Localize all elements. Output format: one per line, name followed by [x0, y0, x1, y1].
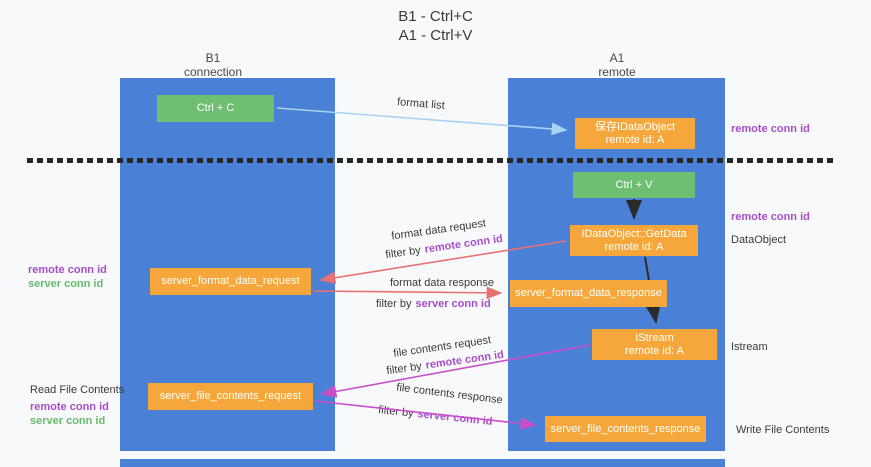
ctrl-c-label: Ctrl + C [196, 102, 235, 114]
server-file-contents-response-label: server_file_contents_response [550, 422, 701, 435]
ctrl-c-node: Ctrl + C [157, 95, 274, 122]
filter-by-text-2: filter by [376, 298, 412, 310]
arrow-file-contents-request [320, 344, 591, 398]
side-label-remote-conn-id-bottom-left: remote conn id [30, 401, 109, 413]
page-title-line2: A1 - Ctrl+V [398, 27, 473, 44]
side-label-istream: Istream [731, 341, 768, 353]
istream-line1: IStream [635, 331, 674, 344]
lifeline-left-role: connection [183, 65, 243, 79]
lifeline-right-name: A1 [609, 51, 625, 65]
server-file-contents-request-label: server_file_contents_request [159, 390, 302, 402]
lifeline-header-left: B1 connection [153, 51, 273, 79]
page-title-line1: B1 - Ctrl+C [398, 8, 473, 25]
lifeline-right-role: remote [598, 65, 636, 79]
server-format-data-response-label: server_format_data_response [515, 287, 662, 299]
istream-line2: remote id: A [625, 344, 684, 357]
bottom-lifeline-partial [120, 459, 725, 467]
save-dataobject-line2: remote id: A [605, 133, 665, 146]
istream-node: IStream remote id: A [592, 329, 717, 360]
getdata-line2: remote id: A [604, 240, 664, 253]
side-label-dataobject: DataObject [731, 234, 787, 246]
arrow-format-data-response [312, 286, 503, 300]
lifeline-left-name: B1 [205, 51, 221, 65]
server-format-data-request-node: server_format_data_request [150, 268, 311, 295]
getdata-node: IDataObject::GetData remote id: A [570, 225, 698, 256]
dashed-separator [27, 158, 833, 163]
save-dataobject-line1: 保存IDataObject [594, 120, 676, 133]
arrow-label-format-data-response: format data response [390, 277, 494, 289]
side-label-remote-conn-id-top-left: remote conn id [28, 264, 107, 276]
side-label-read-file-contents: Read File Contents [30, 384, 125, 396]
ctrl-v-node: Ctrl + V [573, 172, 695, 198]
arrow-format-data-request [319, 240, 567, 285]
getdata-line1: IDataObject::GetData [581, 227, 687, 240]
side-label-server-conn-id-bottom-left: server conn id [30, 415, 106, 427]
lifeline-header-right: A1 remote [557, 51, 677, 79]
side-label-remote-conn-id-mid-right: remote conn id [731, 211, 810, 223]
side-label-remote-conn-id-top-right: remote conn id [731, 123, 810, 135]
server-format-data-response-node: server_format_data_response [510, 280, 667, 307]
server-file-contents-response-node: server_file_contents_response [545, 416, 706, 442]
arrow-file-contents-response [314, 400, 537, 430]
side-label-server-conn-id-top-left: server conn id [28, 278, 104, 290]
arrow-format-list [276, 107, 568, 136]
save-dataobject-node: 保存IDataObject remote id: A [575, 118, 695, 149]
server-format-data-request-label: server_format_data_request [161, 275, 300, 287]
side-label-write-file-contents: Write File Contents [736, 424, 830, 436]
server-file-contents-request-node: server_file_contents_request [148, 383, 313, 410]
server-conn-id-text-1: server conn id [415, 298, 491, 310]
ctrl-v-label: Ctrl + V [615, 178, 653, 191]
page-title: B1 - Ctrl+C A1 - Ctrl+V [0, 7, 871, 45]
